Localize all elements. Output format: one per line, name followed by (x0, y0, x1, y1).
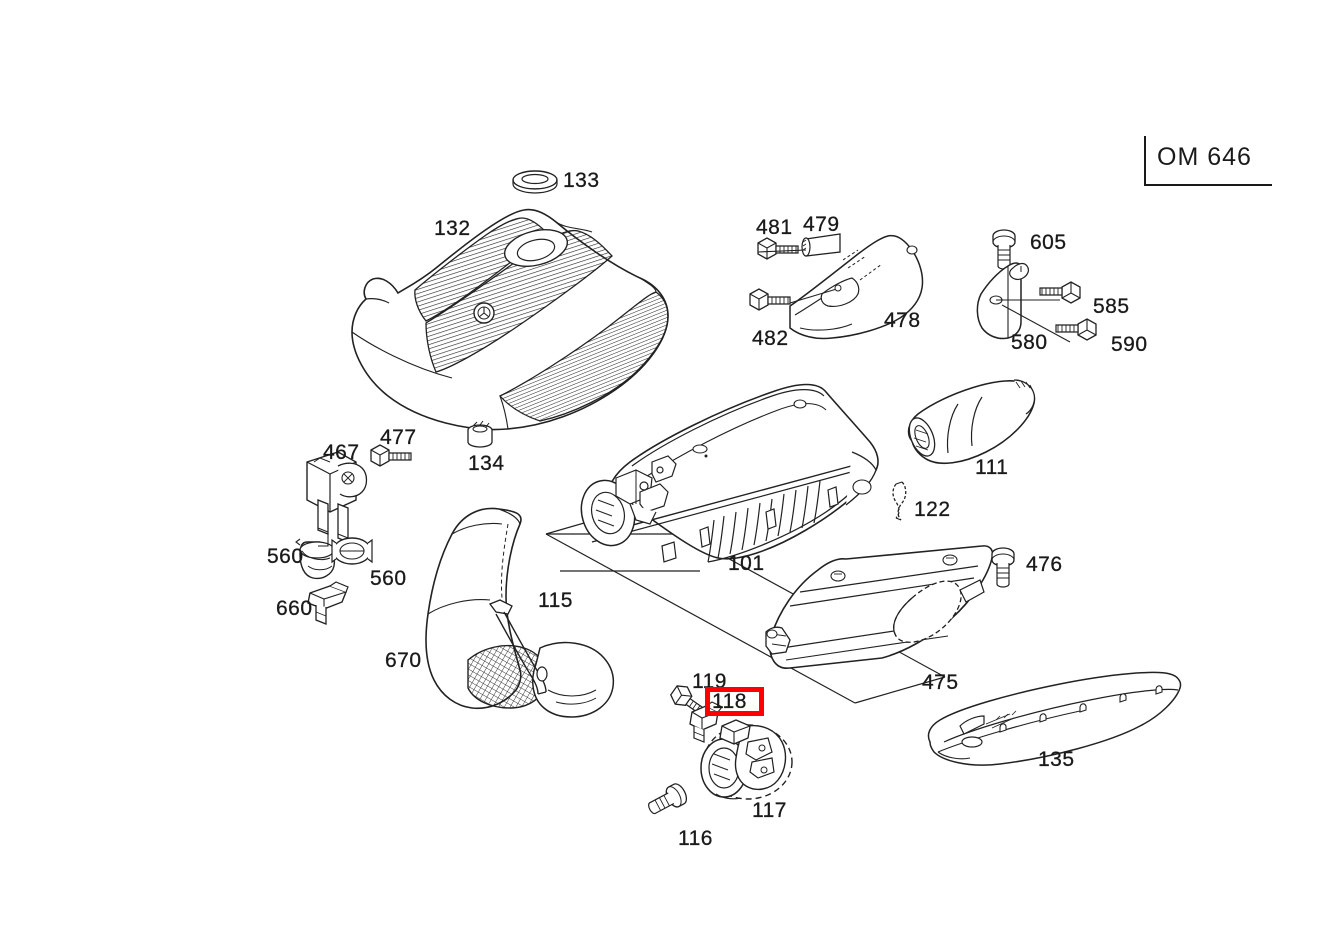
part-label-475: 475 (922, 671, 959, 694)
part-481-bolt (757, 237, 799, 260)
highlight-box-118 (705, 687, 764, 716)
part-label-476: 476 (1026, 553, 1063, 576)
part-label-133: 133 (563, 169, 600, 192)
part-label-590: 590 (1111, 333, 1148, 356)
part-label-122: 122 (914, 498, 951, 521)
part-132-engine-cover (351, 208, 669, 431)
part-label-477: 477 (380, 426, 417, 449)
part-label-585: 585 (1093, 295, 1130, 318)
part-label-132: 132 (434, 217, 471, 240)
part-label-482: 482 (752, 327, 789, 350)
part-label-479: 479 (803, 213, 840, 236)
part-475-heat-shield (765, 545, 994, 669)
part-122-retaining-clip (892, 481, 907, 521)
part-label-117: 117 (752, 799, 787, 822)
part-133-seal-ring (512, 170, 558, 194)
part-478-bracket (757, 234, 924, 340)
part-label-670: 670 (385, 649, 422, 672)
part-label-580: 580 (1011, 331, 1048, 354)
part-479-sleeve (801, 233, 841, 257)
part-label-115: 115 (538, 589, 573, 612)
part-580-bracket (976, 262, 1071, 343)
part-116-bolt (644, 780, 691, 820)
part-117-throttle-body (700, 719, 793, 800)
part-label-101: 101 (728, 552, 765, 575)
part-482-bolt (749, 288, 791, 311)
part-101-intake-manifold (580, 383, 879, 563)
part-label-560-right: 560 (370, 567, 407, 590)
part-670-air-intake-duct (425, 507, 614, 718)
part-476-bolt (991, 547, 1015, 588)
sensor-clamp-connector-line (318, 534, 329, 547)
part-label-135: 135 (1038, 748, 1075, 771)
engine-code-badge-label: OM 646 (1157, 143, 1252, 171)
part-590-bolt (1055, 318, 1097, 341)
part-label-134: 134 (468, 452, 505, 475)
part-label-118: 118 (712, 690, 747, 713)
part-label-467: 467 (323, 441, 360, 464)
part-467-sensor (306, 451, 368, 543)
part-label-478: 478 (884, 309, 921, 332)
part-605-bolt (992, 229, 1016, 270)
part-660-clip (307, 581, 349, 625)
part-label-660: 660 (276, 597, 313, 620)
part-135-cover-strip (927, 671, 1182, 766)
part-560b-hose-clamp (331, 537, 373, 565)
engine-code-badge-frame (1144, 136, 1272, 186)
part-label-111: 111 (975, 456, 1009, 479)
part-134-grommet (467, 420, 493, 448)
part-111-air-filter-element (907, 379, 1036, 465)
part-label-116: 116 (678, 827, 713, 850)
part-label-560-left: 560 (267, 545, 304, 568)
part-label-605: 605 (1030, 231, 1067, 254)
part-label-481: 481 (756, 216, 793, 239)
